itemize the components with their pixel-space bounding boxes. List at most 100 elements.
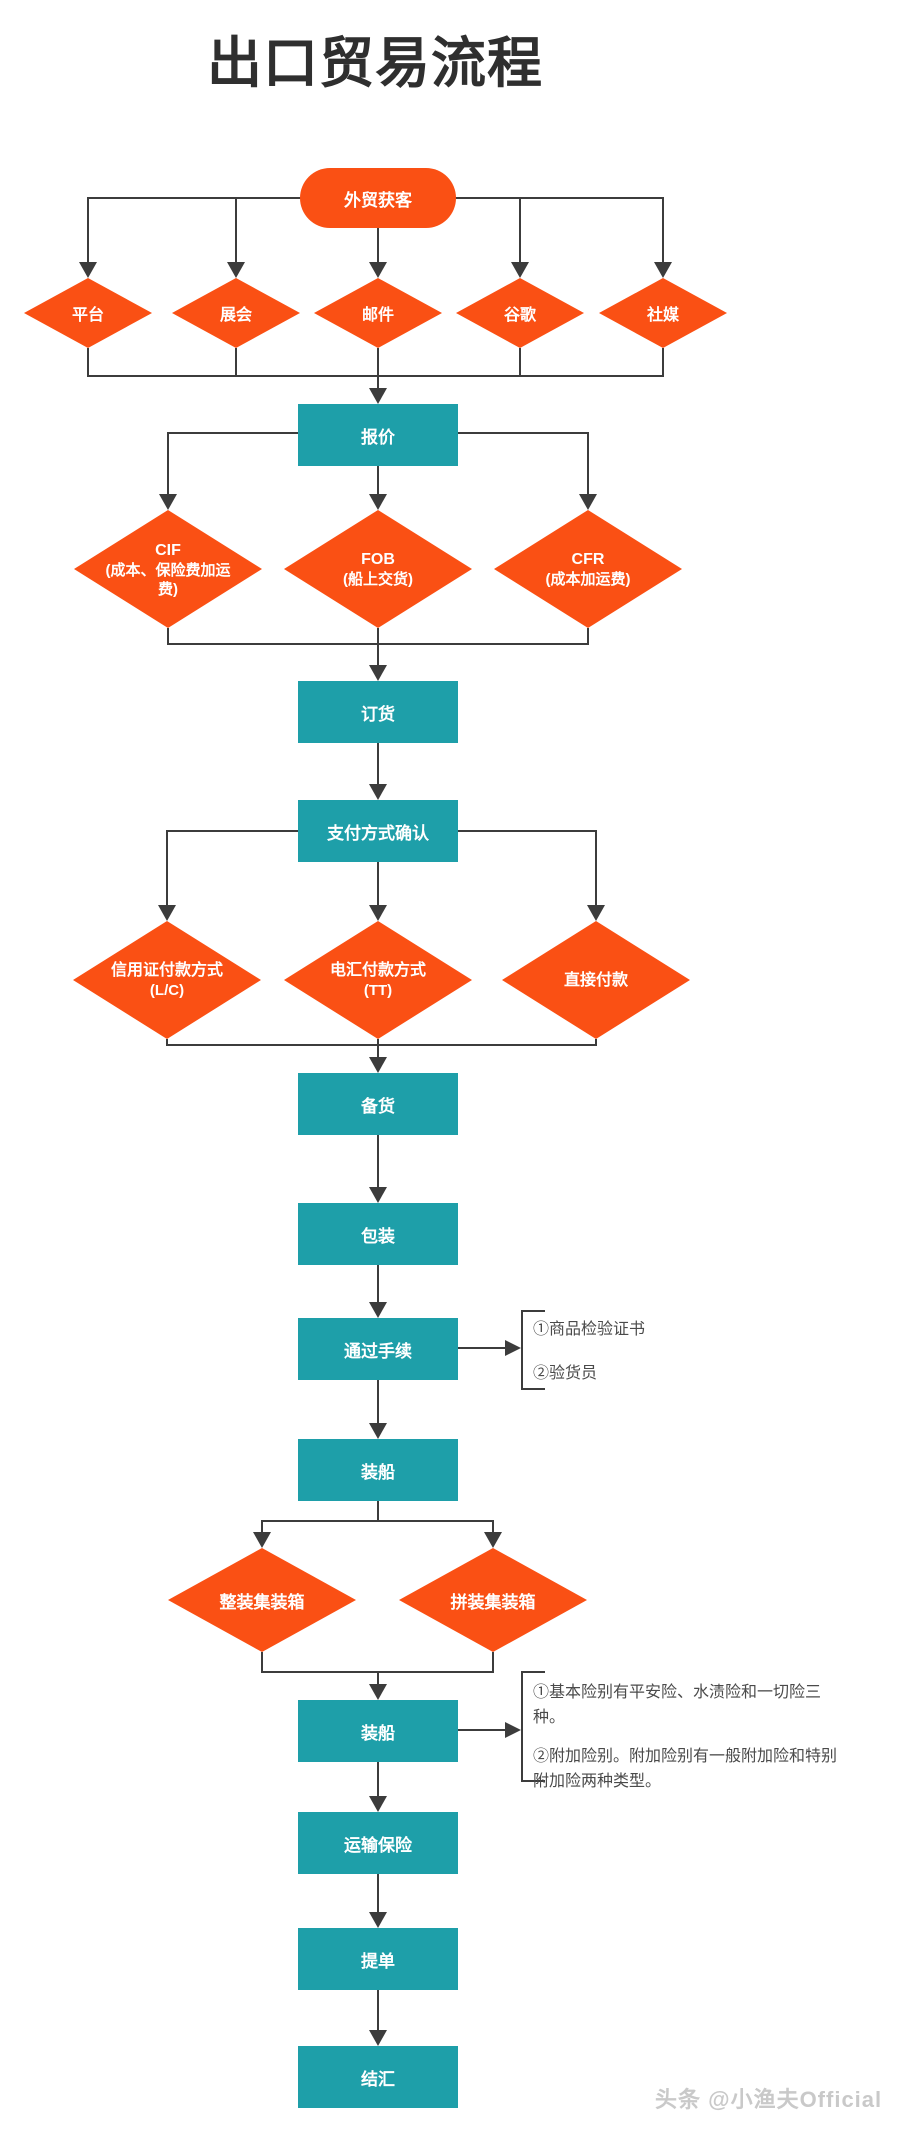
connector-line xyxy=(377,348,379,388)
step-settlement: 结汇 xyxy=(298,2046,458,2108)
connector-line xyxy=(166,1044,597,1046)
connector-line xyxy=(519,198,521,262)
connector-line xyxy=(166,830,168,905)
connector-line xyxy=(377,862,379,905)
note-insurance: ①基本险别有平安险、水渍险和一切险三种。 ②附加险别。附加险别有一般附加险和特别… xyxy=(533,1680,845,1794)
step-procedures: 通过手续 xyxy=(298,1318,458,1380)
connector-line xyxy=(587,432,589,494)
arrowhead-right-icon xyxy=(505,1340,521,1356)
term-desc: (成本、保险费加运费) xyxy=(105,561,231,598)
step-order: 订货 xyxy=(298,681,458,743)
arrowhead-down-icon xyxy=(369,1912,387,1928)
arrowhead-down-icon xyxy=(227,262,245,278)
arrowhead-down-icon xyxy=(484,1532,502,1548)
connector-line xyxy=(519,348,521,376)
step-loading-1: 装船 xyxy=(298,1439,458,1501)
step-payment-confirm: 支付方式确认 xyxy=(298,800,458,862)
channel-platform: 平台 xyxy=(24,278,152,348)
payment-code: 直接付款 xyxy=(563,971,628,989)
note-bracket xyxy=(521,1388,545,1390)
connector-line xyxy=(458,1347,505,1349)
connector-line xyxy=(662,198,664,262)
note-bracket xyxy=(521,1310,523,1390)
container-fcl: 整装集装箱 xyxy=(168,1548,356,1652)
connector-line xyxy=(492,1652,494,1673)
connector-line xyxy=(458,1729,505,1731)
note-line: ②验货员 xyxy=(533,1365,598,1382)
payment-lc: 信用证付款方式 (L/C) xyxy=(73,921,261,1039)
note-bracket xyxy=(521,1671,545,1673)
connector-line xyxy=(662,348,664,376)
connector-line xyxy=(167,628,169,645)
connector-line xyxy=(377,1380,379,1423)
step-bill-of-lading: 提单 xyxy=(298,1928,458,1990)
payment-desc: (L/C) xyxy=(149,982,185,999)
arrowhead-down-icon xyxy=(79,262,97,278)
connector-line xyxy=(377,1039,379,1057)
term-desc: (船上交货) xyxy=(343,571,413,588)
arrowhead-down-icon xyxy=(369,905,387,921)
connector-line xyxy=(492,1520,494,1532)
page-title: 出口贸易流程 xyxy=(206,32,543,94)
step-packaging: 包装 xyxy=(298,1203,458,1265)
term-fob: FOB (船上交货) xyxy=(284,510,472,628)
arrowhead-down-icon xyxy=(253,1532,271,1548)
connector-line xyxy=(167,432,169,494)
channel-email: 邮件 xyxy=(314,278,442,348)
arrowhead-down-icon xyxy=(511,262,529,278)
arrowhead-down-icon xyxy=(369,1423,387,1439)
arrowhead-down-icon xyxy=(159,494,177,510)
term-desc: (成本加运费) xyxy=(545,571,631,588)
step-loading-2: 装船 xyxy=(298,1700,458,1762)
connector-line xyxy=(377,1762,379,1796)
connector-line xyxy=(458,432,589,434)
arrowhead-down-icon xyxy=(369,665,387,681)
note-paragraph: ②附加险别。附加险别有一般附加险和特别附加险两种类型。 xyxy=(533,1748,838,1790)
payment-desc: (TT) xyxy=(363,982,393,999)
connector-line xyxy=(87,348,89,376)
arrowhead-down-icon xyxy=(369,784,387,800)
step-quote: 报价 xyxy=(298,404,458,466)
connector-line xyxy=(377,1874,379,1912)
arrowhead-down-icon xyxy=(369,2030,387,2046)
connector-line xyxy=(166,830,298,832)
connector-line xyxy=(377,628,379,665)
connector-line xyxy=(261,1652,263,1673)
arrowhead-down-icon xyxy=(369,1796,387,1812)
channel-social-media: 社媒 xyxy=(599,278,727,348)
term-code: FOB xyxy=(361,551,395,568)
note-inspection: ①商品检验证书 ②验货员 xyxy=(533,1320,753,1384)
connector-line xyxy=(458,830,597,832)
connector-line xyxy=(261,1520,263,1532)
arrowhead-down-icon xyxy=(158,905,176,921)
payment-code: 电汇付款方式 xyxy=(329,962,426,979)
start-node-lead-generation: 外贸获客 xyxy=(300,168,456,228)
connector-line xyxy=(377,228,379,262)
connector-line xyxy=(377,1501,379,1521)
note-bracket xyxy=(521,1310,545,1312)
arrowhead-down-icon xyxy=(369,388,387,404)
arrowhead-down-icon xyxy=(369,494,387,510)
term-code: CIF xyxy=(155,541,181,559)
connector-line xyxy=(166,1039,168,1046)
channel-exhibition: 展会 xyxy=(172,278,300,348)
arrowhead-down-icon xyxy=(369,1684,387,1700)
connector-line xyxy=(87,198,89,262)
connector-line xyxy=(595,1039,597,1046)
connector-line xyxy=(167,432,298,434)
arrowhead-down-icon xyxy=(369,1187,387,1203)
note-paragraph: ①基本险别有平安险、水渍险和一切险三种。 xyxy=(533,1684,822,1726)
connector-line xyxy=(377,1990,379,2030)
connector-line xyxy=(235,198,237,262)
connector-line xyxy=(377,1135,379,1187)
channel-google: 谷歌 xyxy=(456,278,584,348)
watermark: 头条 @小渔夫Official xyxy=(655,2087,883,2112)
arrowhead-down-icon xyxy=(369,1302,387,1318)
connector-line xyxy=(595,830,597,905)
payment-code: 信用证付款方式 xyxy=(110,962,223,979)
arrowhead-down-icon xyxy=(369,1057,387,1073)
connector-line xyxy=(377,466,379,494)
step-stock: 备货 xyxy=(298,1073,458,1135)
payment-direct: 直接付款 xyxy=(502,921,690,1039)
container-lcl: 拼装集装箱 xyxy=(399,1548,587,1652)
